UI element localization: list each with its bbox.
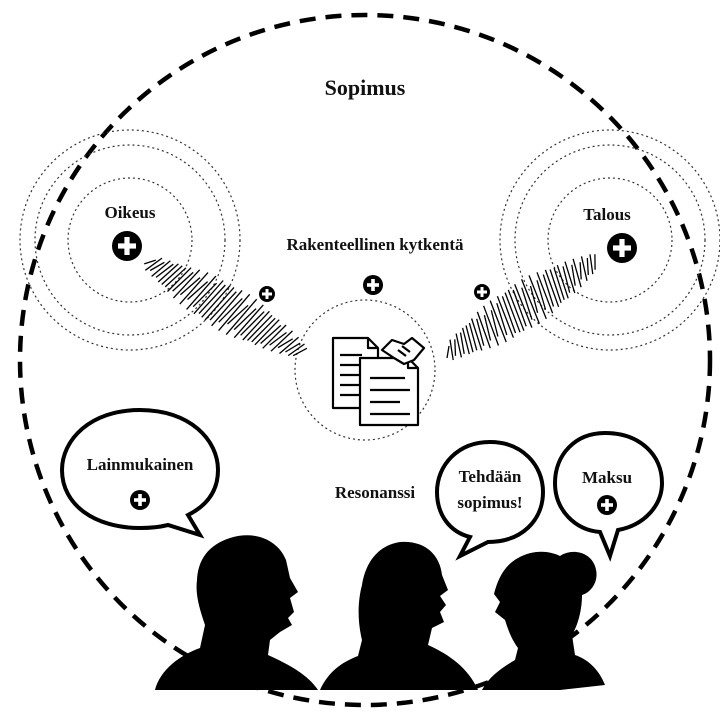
wave-line xyxy=(150,262,164,270)
wave-line xyxy=(456,334,461,358)
structural-coupling-label: Rakenteellinen kytkentä xyxy=(286,235,464,254)
diagram-title: Sopimus xyxy=(325,75,406,100)
wave-line xyxy=(193,283,216,307)
wave-line xyxy=(580,262,581,279)
wave-line xyxy=(563,266,570,292)
bubble-right-plus-icon xyxy=(597,495,617,515)
wave-line xyxy=(455,339,456,355)
contract-handshake-icon xyxy=(333,338,424,425)
right-node-label: Talous xyxy=(583,205,631,224)
wave-line xyxy=(587,258,588,275)
wave-line xyxy=(210,292,236,320)
man-silhouette-left xyxy=(155,535,318,690)
speech-bubble-right-text: Maksu xyxy=(582,468,632,487)
left-wave-pattern xyxy=(144,258,307,356)
wave-line xyxy=(162,266,183,285)
center-plus-icon xyxy=(363,275,383,295)
speech-bubble-left-text: Lainmukainen xyxy=(87,455,194,474)
speech-bubble-right: Maksu xyxy=(555,433,662,556)
wave-line xyxy=(447,346,449,358)
speech-bubble-middle-line1: Tehdään xyxy=(459,467,522,486)
wave-line xyxy=(180,273,208,305)
wave-line xyxy=(293,348,307,355)
right-small-plus-icon xyxy=(474,284,490,300)
wave-line xyxy=(199,285,225,314)
resonance-label: Resonanssi xyxy=(335,483,416,502)
left-node-label: Oikeus xyxy=(104,203,155,222)
speech-bubble-middle: Tehdään sopimus! xyxy=(437,442,543,556)
speech-bubble-middle-line2: sopimus! xyxy=(457,493,522,512)
bubble-left-plus-icon xyxy=(130,490,150,510)
wave-line xyxy=(461,333,465,354)
man-silhouette-center xyxy=(320,542,478,690)
wave-line xyxy=(477,319,484,346)
speech-bubble-left: Lainmukainen xyxy=(62,410,218,535)
wave-line xyxy=(243,311,270,340)
wave-line xyxy=(590,254,593,274)
wave-line xyxy=(508,290,524,331)
left-plus-icon xyxy=(112,231,142,261)
left-small-plus-icon xyxy=(259,286,275,302)
wave-line xyxy=(252,318,276,342)
right-plus-icon xyxy=(607,233,637,263)
wave-line xyxy=(484,315,490,340)
wave-line xyxy=(582,256,588,280)
wave-line xyxy=(219,298,243,322)
wave-line xyxy=(241,312,265,336)
wave-line xyxy=(491,310,498,336)
wave-line xyxy=(450,340,453,360)
wave-line xyxy=(572,265,575,286)
wave-line xyxy=(469,323,476,350)
wave-line xyxy=(285,343,300,352)
woman-silhouette-right xyxy=(482,552,605,690)
wave-line xyxy=(173,270,199,298)
wave-line xyxy=(202,286,230,318)
wave-line xyxy=(466,325,473,352)
